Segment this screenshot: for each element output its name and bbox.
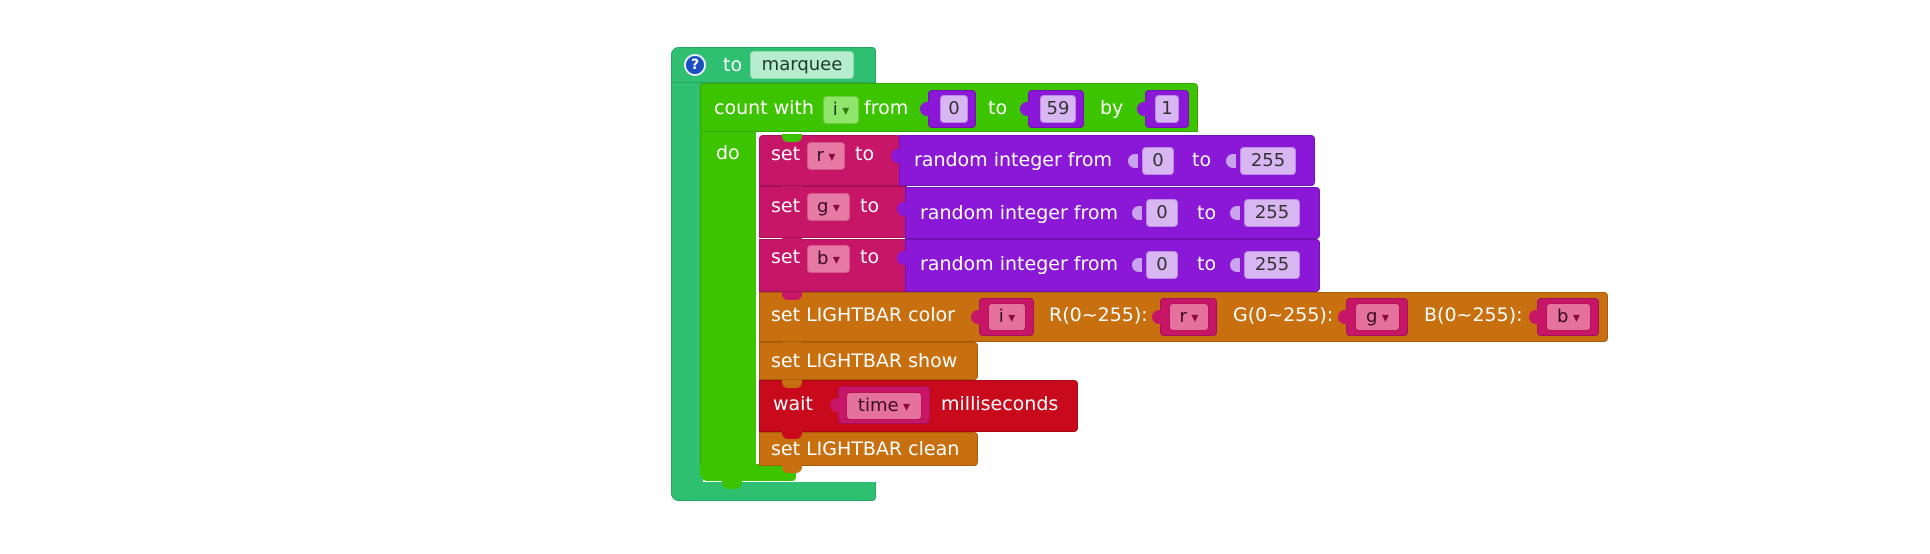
lightbar-clean-label: set LIGHTBAR clean <box>771 438 960 460</box>
set-b-to-label: to <box>860 246 880 268</box>
random-int-b-plug <box>897 251 907 265</box>
random-int-r-plug <box>891 149 901 163</box>
random-int-g-label: random integer from <box>920 202 1119 224</box>
set-r-label: set <box>771 143 801 165</box>
lightbar-clean-notch <box>782 431 802 439</box>
lightbar-g-var[interactable]: g <box>1355 303 1400 331</box>
loop-by-label: by <box>1100 97 1124 119</box>
loop-to-plug <box>1020 102 1030 116</box>
loop-label: count with <box>714 97 814 119</box>
random-int-g-min-plug <box>1132 206 1142 220</box>
random-int-r-min-plug <box>1128 154 1138 168</box>
help-icon[interactable]: ? <box>684 54 706 76</box>
loop-by-plug <box>1137 102 1147 116</box>
loop-next-connector <box>722 481 742 489</box>
random-int-g-min[interactable]: 0 <box>1146 199 1178 227</box>
random-int-b-min[interactable]: 0 <box>1146 251 1178 279</box>
lightbar-index-var[interactable]: i <box>988 303 1026 331</box>
lightbar-g-plug <box>1338 310 1348 324</box>
set-r-var-dropdown[interactable]: r <box>807 142 845 170</box>
loop-to-label: to <box>988 97 1008 119</box>
wait-time-var[interactable]: time <box>846 392 922 420</box>
random-int-g-mid: to <box>1197 202 1217 224</box>
random-int-g-plug <box>897 202 907 216</box>
lightbar-b-label: B(0~255): <box>1424 304 1523 326</box>
random-int-r-label: random integer from <box>914 149 1113 171</box>
lightbar-clean-next-connector <box>782 465 802 473</box>
lightbar-r-var[interactable]: r <box>1169 303 1209 331</box>
random-int-r-mid: to <box>1192 149 1212 171</box>
random-int-r-max[interactable]: 255 <box>1240 147 1296 175</box>
random-int-g-max[interactable]: 255 <box>1244 199 1300 227</box>
lightbar-show-notch <box>782 342 802 350</box>
lightbar-color-label: set LIGHTBAR color <box>771 304 955 326</box>
procedure-block-body[interactable] <box>671 47 703 501</box>
loop-to-value[interactable]: 59 <box>1040 95 1076 123</box>
lightbar-index-plug <box>971 310 981 324</box>
lightbar-g-label: G(0~255): <box>1233 304 1334 326</box>
loop-from-label: from <box>864 97 909 119</box>
wait-unit-label: milliseconds <box>941 393 1059 415</box>
random-int-b-max-plug <box>1230 258 1240 272</box>
lightbar-r-label: R(0~255): <box>1049 304 1148 326</box>
random-int-b-mid: to <box>1197 253 1217 275</box>
loop-from-value[interactable]: 0 <box>940 95 968 123</box>
random-int-b-label: random integer from <box>920 253 1119 275</box>
set-r-to-label: to <box>855 143 875 165</box>
procedure-keyword: to <box>723 54 743 76</box>
set-g-label: set <box>771 195 801 217</box>
procedure-name-field[interactable]: marquee <box>750 51 854 79</box>
wait-notch <box>782 380 802 388</box>
loop-from-plug <box>920 102 930 116</box>
set-g-var-dropdown[interactable]: g <box>807 193 850 221</box>
lightbar-color-notch <box>782 292 802 300</box>
set-b-notch <box>782 238 802 246</box>
random-int-g-max-plug <box>1230 206 1240 220</box>
set-g-to-label: to <box>860 195 880 217</box>
loop-do-label: do <box>716 142 740 164</box>
loop-by-value[interactable]: 1 <box>1155 95 1179 123</box>
lightbar-r-plug <box>1152 310 1162 324</box>
lightbar-show-label: set LIGHTBAR show <box>771 350 958 372</box>
set-g-notch <box>782 186 802 194</box>
loop-block-body[interactable] <box>700 83 756 481</box>
procedure-block-footer[interactable] <box>671 482 876 501</box>
loop-block-footer[interactable] <box>700 464 796 481</box>
set-r-notch <box>782 134 802 142</box>
wait-time-plug <box>830 398 840 412</box>
random-int-b-min-plug <box>1132 258 1142 272</box>
set-b-label: set <box>771 246 801 268</box>
lightbar-b-plug <box>1529 310 1539 324</box>
random-int-r-min[interactable]: 0 <box>1142 147 1174 175</box>
set-b-var-dropdown[interactable]: b <box>807 245 850 273</box>
loop-var-dropdown[interactable]: i <box>823 96 859 124</box>
random-int-b-max[interactable]: 255 <box>1244 251 1300 279</box>
random-int-r-max-plug <box>1226 154 1236 168</box>
wait-label: wait <box>773 393 813 415</box>
lightbar-b-var[interactable]: b <box>1546 303 1591 331</box>
